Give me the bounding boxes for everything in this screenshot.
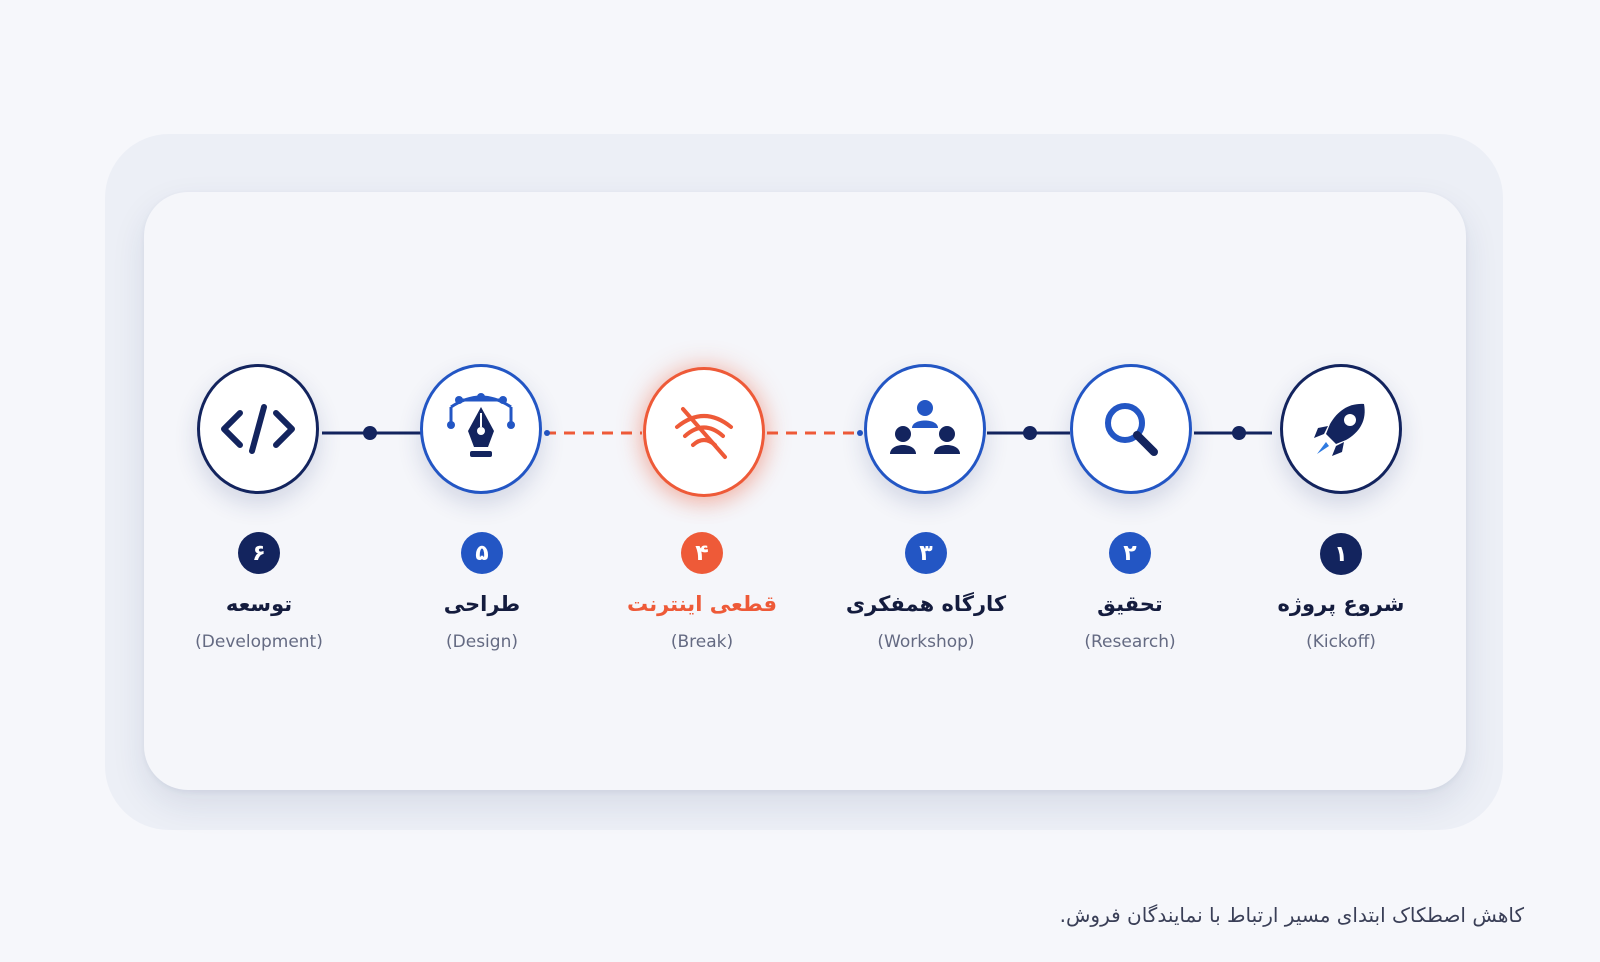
step-1-subtitle: (Kickoff) xyxy=(1306,632,1376,652)
step-5-badge: ۵ xyxy=(461,532,503,574)
rocket-icon xyxy=(1314,403,1365,456)
step-1-badge: ۱ xyxy=(1320,533,1362,575)
step-4-badge: ۴ xyxy=(681,532,723,574)
step-3-node xyxy=(864,364,986,494)
step-3-subtitle: (Workshop) xyxy=(877,632,975,652)
step-2-subtitle: (Research) xyxy=(1084,632,1176,652)
step-4-title: قطعی اینترنت xyxy=(626,592,778,616)
step-2-node xyxy=(1070,364,1192,494)
step-3-title: کارگاه همفکری xyxy=(845,592,1007,616)
step-1-title: شروع پروژه xyxy=(1277,592,1405,616)
step-6-badge: ۶ xyxy=(238,532,280,574)
step-5-title: طراحی xyxy=(443,592,521,616)
connector-dot-1-2 xyxy=(1232,426,1246,440)
code-icon xyxy=(221,404,295,454)
caption: کاهش اصطکاک ابتدای مسیر ارتباط با نمایند… xyxy=(1059,903,1524,927)
step-4-subtitle: (Break) xyxy=(670,632,734,652)
step-6-node xyxy=(197,364,319,494)
connector-dot-5-6 xyxy=(363,426,377,440)
step-3-badge: ۳ xyxy=(905,532,947,574)
step-6-title: توسعه xyxy=(225,592,293,616)
pen-tool-icon xyxy=(447,393,515,457)
connector-dot-2-3 xyxy=(1023,426,1037,440)
magnifier-icon xyxy=(1105,403,1158,456)
step-5-subtitle: (Design) xyxy=(446,632,518,652)
step-6-subtitle: (Development) xyxy=(195,632,323,652)
connector-stub-5 xyxy=(544,430,550,436)
step-2-badge: ۲ xyxy=(1109,532,1151,574)
step-1-node xyxy=(1280,364,1402,494)
team-icon xyxy=(890,400,960,454)
timeline-card xyxy=(144,192,1466,790)
step-4-node xyxy=(643,367,765,497)
wifi-off-icon xyxy=(675,407,733,459)
step-5-node xyxy=(420,364,542,494)
step-2-title: تحقیق xyxy=(1097,592,1163,616)
connector-stub-3 xyxy=(857,430,863,436)
